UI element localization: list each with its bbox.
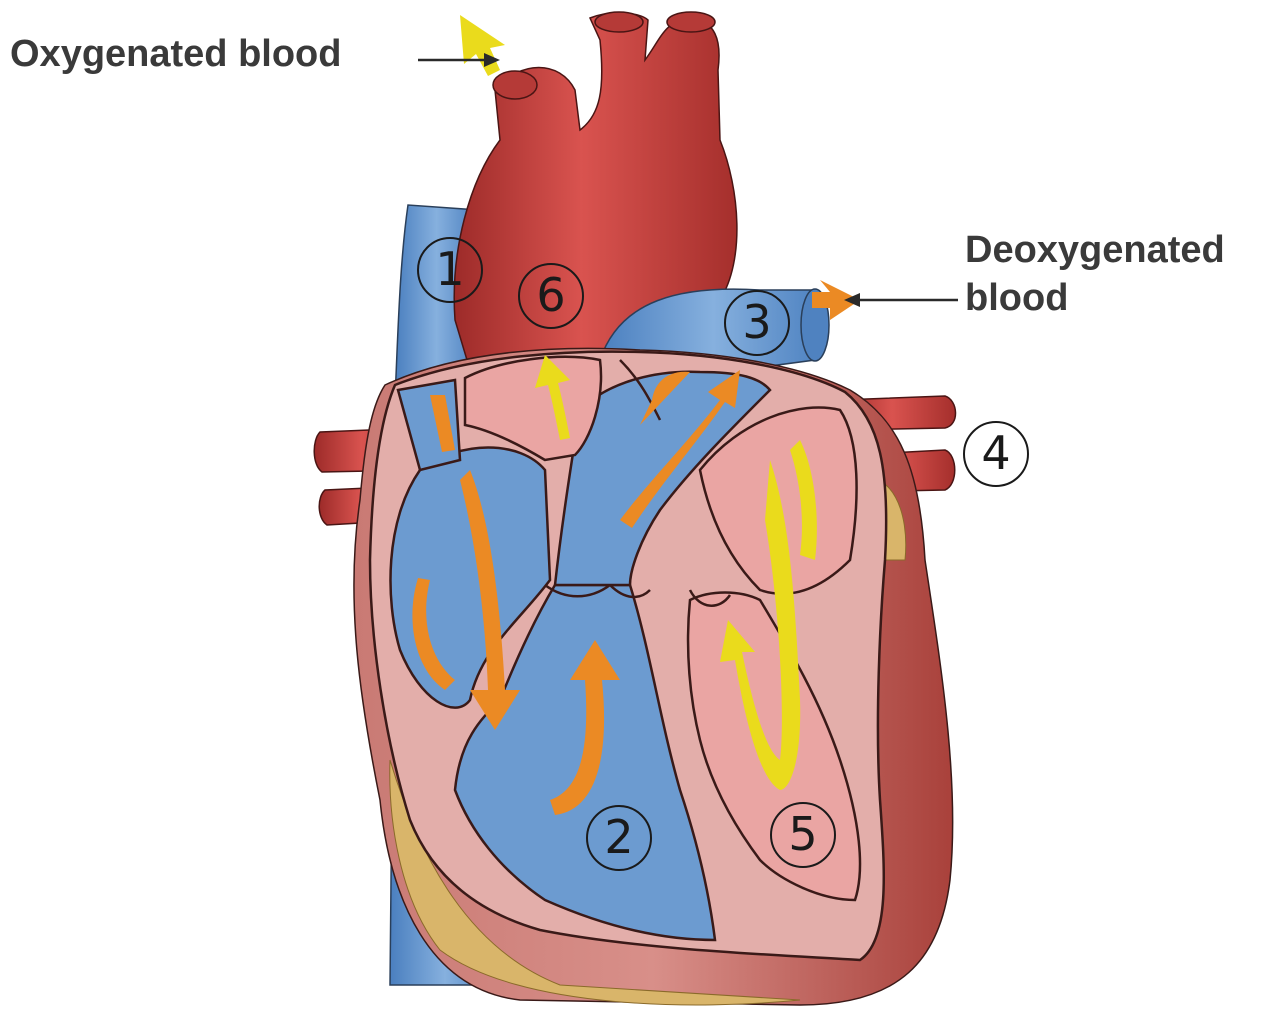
deoxygenated-blood-label-line2: blood — [965, 276, 1068, 320]
marker-2: 2 — [586, 805, 652, 871]
marker-1: 1 — [417, 237, 483, 303]
marker-5: 5 — [770, 802, 836, 868]
oxygenated-leader-arrow — [418, 53, 500, 67]
deoxygenated-blood-label-line1: Deoxygenated — [965, 228, 1225, 272]
marker-6: 6 — [518, 263, 584, 329]
marker-3: 3 — [724, 290, 790, 356]
deoxygenated-leader-arrow — [844, 293, 958, 307]
marker-4: 4 — [963, 421, 1029, 487]
